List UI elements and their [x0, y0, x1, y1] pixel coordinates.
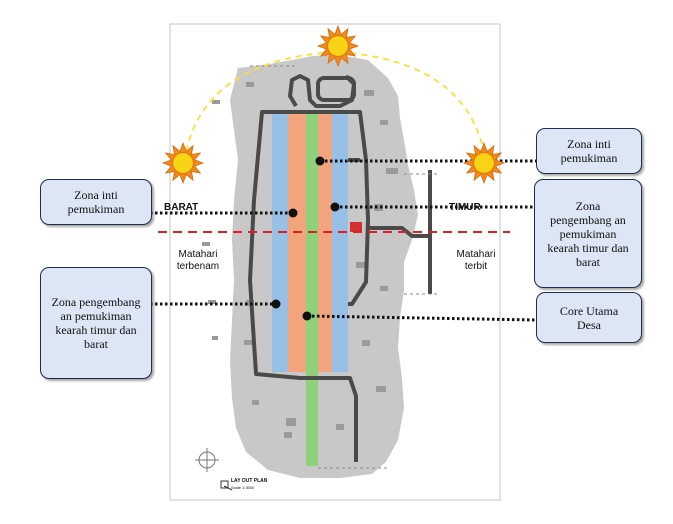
callout-development-east: Zona pengembang an pemukiman kearah timu…	[534, 179, 642, 288]
sun-icon	[462, 141, 506, 185]
callout-core-settlement-west: Zona inti pemukiman	[40, 179, 152, 225]
callout-village-core: Core Utama Desa	[536, 292, 642, 343]
east-label: TIMUR	[449, 202, 481, 213]
core-zone-east	[318, 114, 332, 372]
plan-scale: Scale 1:3000	[231, 485, 255, 490]
core-axis-band	[306, 114, 318, 466]
callout-development-west: Zona pengembang an pemukiman kearah timu…	[40, 267, 152, 379]
survey-lines	[250, 65, 440, 469]
sun-icon	[161, 141, 205, 185]
development-zone-west	[272, 114, 288, 372]
red-building	[350, 222, 362, 232]
zone-markers	[271, 156, 340, 321]
compass-icon	[195, 448, 219, 472]
sunset-label: Matahari terbenam	[176, 249, 220, 272]
layout-plan-mark-icon	[220, 480, 233, 491]
sun-icon	[316, 24, 360, 68]
development-zone-east	[332, 114, 348, 372]
sunrise-label: Matahari terbit	[456, 249, 496, 272]
core-zone-west	[288, 114, 306, 372]
callout-core-settlement-east: Zona inti pemukiman	[536, 128, 642, 174]
sun-path-arc	[183, 50, 487, 163]
plan-title: LAY OUT PLAN	[231, 478, 268, 484]
west-label: BARAT	[164, 202, 199, 213]
leader-lines	[150, 159, 537, 322]
